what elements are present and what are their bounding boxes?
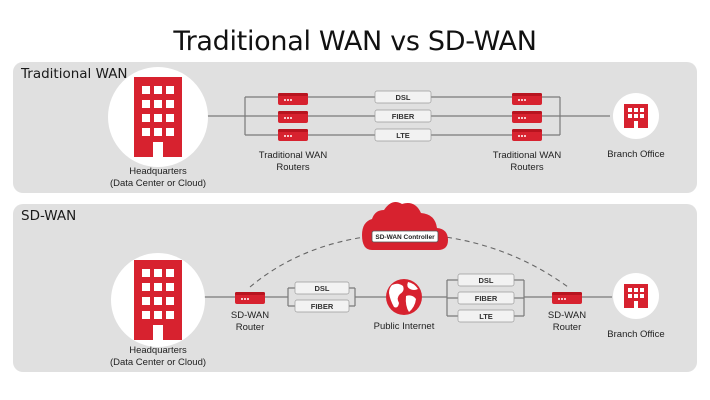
cloud-icon <box>362 202 448 250</box>
traditional-branch-office-icon <box>613 93 659 139</box>
traditional-hq-building-icon <box>134 77 182 157</box>
sdwan-right-link-pill-lte <box>457 309 515 323</box>
sdwan-hq-label-1: Headquarters <box>129 345 187 356</box>
sdwan-right-router-label-1: SD-WAN <box>548 310 586 321</box>
sdwan-left-link-pill-fiber <box>294 299 350 313</box>
sdwan-right-link-dsl: DSL <box>479 276 494 285</box>
sdwan-hq-building-icon <box>134 260 182 340</box>
sdwan-left-link-pill-dsl <box>294 281 350 295</box>
traditional-hq-label-2: (Data Center or Cloud) <box>110 178 206 189</box>
sdwan-right-link-pill-fiber <box>457 291 515 305</box>
sdwan-controller-box <box>371 230 439 243</box>
sdwan-right-link-fiber: FIBER <box>475 294 498 303</box>
traditional-right-router-icon-1 <box>512 93 542 105</box>
page-title: Traditional WAN vs SD-WAN <box>173 26 537 57</box>
public-internet-label: Public Internet <box>374 321 435 332</box>
traditional-left-router-icon-3 <box>278 129 308 141</box>
traditional-right-router-icon-2 <box>512 111 542 123</box>
traditional-link-fiber: FIBER <box>392 112 415 121</box>
traditional-link-pill-dsl <box>374 90 432 104</box>
traditional-left-router-icon-1 <box>278 93 308 105</box>
traditional-right-routers-label-2: Routers <box>510 162 544 173</box>
sdwan-right-router-icon <box>552 292 582 304</box>
sd-wan-title: SD-WAN <box>21 208 77 224</box>
sdwan-left-link-dsl: DSL <box>315 284 330 293</box>
sdwan-branch-label: Branch Office <box>607 329 664 340</box>
traditional-left-routers-label-2: Routers <box>276 162 310 173</box>
sdwan-left-router-label-1: SD-WAN <box>231 310 269 321</box>
sdwan-left-router-label-2: Router <box>236 322 265 333</box>
sdwan-branch-office-icon <box>613 273 659 319</box>
traditional-wan-title: Traditional WAN <box>21 66 128 82</box>
traditional-branch-label: Branch Office <box>607 149 664 160</box>
sdwan-left-router-icon <box>235 292 265 304</box>
traditional-left-routers-label-1: Traditional WAN <box>259 150 328 161</box>
traditional-hq-label-1: Headquarters <box>129 166 187 177</box>
traditional-right-router-icon-3 <box>512 129 542 141</box>
traditional-link-pill-lte <box>374 128 432 142</box>
traditional-link-pill-fiber <box>374 109 432 123</box>
traditional-left-router-icon-2 <box>278 111 308 123</box>
sdwan-right-link-lte: LTE <box>479 312 493 321</box>
traditional-right-routers-label-1: Traditional WAN <box>493 150 562 161</box>
sdwan-left-link-fiber: FIBER <box>311 302 334 311</box>
sdwan-right-router-label-2: Router <box>553 322 582 333</box>
traditional-link-lte: LTE <box>396 131 410 140</box>
globe-icon <box>386 279 422 315</box>
sdwan-controller-links <box>249 235 569 288</box>
traditional-link-dsl: DSL <box>396 93 411 102</box>
sdwan-hq-label-2: (Data Center or Cloud) <box>110 357 206 368</box>
sdwan-right-link-pill-dsl <box>457 273 515 287</box>
sdwan-controller-label: SD-WAN Controller <box>375 234 435 241</box>
